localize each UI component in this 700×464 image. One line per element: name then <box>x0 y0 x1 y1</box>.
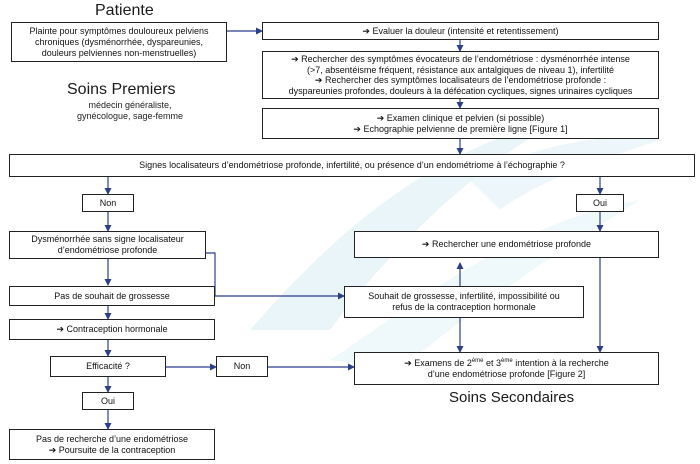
soins-premiers-subtitle: médecin généraliste, gynécologue, sage-f… <box>50 100 210 122</box>
examens-line-2: d’une endométriose profonde [Figure 2] <box>427 368 586 379</box>
examens-suffix: intention à la recherche <box>512 357 609 368</box>
dysmenorrhee-line-2: d’endométriose profonde <box>57 245 158 255</box>
node-examen-clinique: ➔ Examen clinique et pelvien (si possibl… <box>262 108 659 139</box>
examens-sup-1: ème <box>471 357 484 364</box>
examens-prefix: ➔ Examens de 2 <box>404 357 472 368</box>
node-evaluer-douleur: ➔ Evaluer la douleur (intensité et reten… <box>262 22 659 40</box>
node-examens-intention: ➔ Examens de 2ème et 3ème intention à la… <box>354 352 659 385</box>
node-oui-1: Oui <box>576 194 624 212</box>
node-pas-recherche: Pas de recherche d’une endométriose ➔ Po… <box>9 429 215 460</box>
examens-sup-2: ème <box>501 357 513 364</box>
node-souhait-grossesse: Souhait de grossesse, infertilité, impos… <box>344 286 584 318</box>
examens-line-1: ➔ Examens de 2ème et 3ème intention à la… <box>404 358 609 369</box>
souhait-line-1: Souhait de grossesse, infertilité, impos… <box>368 291 560 301</box>
node-dysmenorrhee: Dysménorrhée sans signe localisateur d’e… <box>9 231 206 259</box>
subtitle-line-2: gynécologue, sage-femme <box>76 111 184 121</box>
evocateurs-line-1: ➔ Rechercher des symptômes évocateurs de… <box>291 54 630 64</box>
subtitle-line-1: médecin généraliste, <box>88 100 172 110</box>
heading-soins-secondaires: Soins Secondaires <box>449 389 575 406</box>
evaluer-text: ➔ Evaluer la douleur (intensité et reten… <box>362 25 559 36</box>
node-rechercher-evocateurs: ➔ Rechercher des symptômes évocateurs de… <box>262 51 659 99</box>
heading-soins-premiers: Soins Premiers <box>67 81 176 98</box>
examen-line-2: ➔ Echographie pelvienne de première lign… <box>353 123 568 134</box>
plainte-line-3: douleurs pelviennes non-menstruelles) <box>41 47 197 58</box>
souhait-line-2: refus de la contraception hormonale <box>392 302 536 312</box>
oui-2-text: Oui <box>100 395 115 406</box>
node-non-2: Non <box>216 356 268 377</box>
pas-recherche-line-1: Pas de recherche d’une endométriose <box>35 433 189 444</box>
node-pas-souhait: Pas de souhait de grossesse <box>9 286 215 306</box>
evocateurs-line-2: (>7, absentéisme fréquent, résistance au… <box>307 64 614 75</box>
pas-recherche-line-2: ➔ Poursuite de la contraception <box>48 444 176 455</box>
efficacite-text: Efficacité ? <box>86 361 130 371</box>
evocateurs-line-4: dyspareunies profondes, douleurs à la dé… <box>288 85 633 96</box>
dysmenorrhee-line-1: Dysménorrhée sans signe localisateur <box>31 234 184 244</box>
examen-line-1: ➔ Examen clinique et pelvien (si possibl… <box>376 112 545 123</box>
non-2-text: Non <box>233 361 251 371</box>
node-non-1: Non <box>82 194 134 212</box>
pas-souhait-text: Pas de souhait de grossesse <box>54 290 170 301</box>
node-rechercher-profonde: ➔ Rechercher une endométriose profonde <box>354 231 659 258</box>
oui-1-text: Oui <box>592 197 607 208</box>
node-contraception: ➔ Contraception hormonale <box>9 319 215 340</box>
examens-mid: et 3 <box>483 357 502 368</box>
evocateurs-line-3: ➔ Rechercher des symptômes localisateurs… <box>314 75 607 85</box>
plainte-line-2: chroniques (dysménorrhée, dyspareunies, <box>34 36 204 47</box>
plainte-line-1: Plainte pour symptômes douloureux pelvie… <box>29 25 209 36</box>
heading-patiente: Patiente <box>95 2 154 19</box>
signes-text: Signes localisateurs d’endométriose prof… <box>139 160 565 170</box>
contraception-text: ➔ Contraception hormonale <box>56 324 168 334</box>
non-1-text: Non <box>99 197 117 208</box>
node-efficacite: Efficacité ? <box>50 356 166 377</box>
rechercher-profonde-text: ➔ Rechercher une endométriose profonde <box>421 239 592 249</box>
node-plainte: Plainte pour symptômes douloureux pelvie… <box>11 22 227 62</box>
node-oui-2: Oui <box>82 392 134 410</box>
node-signes-question: Signes localisateurs d’endométriose prof… <box>9 154 695 177</box>
